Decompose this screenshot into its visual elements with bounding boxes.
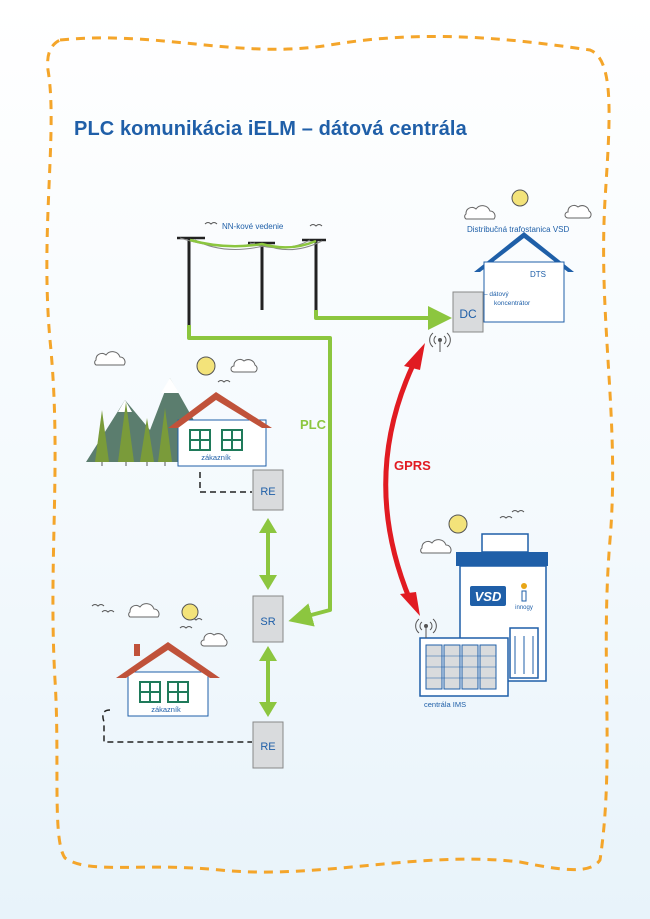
cloud-icon: [200, 633, 228, 647]
sr-re2-arrow: [259, 646, 277, 717]
re-2-box: [252, 721, 284, 769]
customer-2-link: [102, 709, 252, 743]
concentrator-label-1: – dátový: [484, 291, 509, 298]
customer-1-label: zákazník: [201, 453, 231, 462]
sun-icon: [196, 356, 216, 376]
cloud-icon: [94, 351, 126, 366]
page-title: PLC komunikácia iELM – dátová centrála: [74, 118, 467, 140]
vsd-logo-text: VSD: [475, 589, 502, 604]
cloud-icon: [564, 205, 592, 219]
customer-2-label: zákazník: [151, 705, 181, 714]
plc-label: PLC: [300, 417, 327, 432]
sr-label: SR: [260, 616, 275, 628]
re1-sr-arrow: [259, 518, 277, 590]
dts-label: DTS: [530, 270, 546, 279]
customer-1-link: [199, 472, 252, 493]
innogy-text: innogy: [515, 605, 533, 611]
sun-icon: [511, 189, 529, 207]
re-1-label: RE: [260, 486, 275, 498]
concentrator-label-2: koncentrátor: [494, 300, 531, 307]
antenna-icon: [415, 618, 437, 638]
gprs-arrow: [383, 343, 425, 616]
dc-box: [452, 291, 484, 333]
ims-label: centrála IMS: [424, 700, 466, 709]
plc-path-dc: [314, 306, 452, 330]
cloud-icon: [128, 603, 160, 618]
cloud-icon: [230, 359, 258, 373]
sun-icon: [181, 603, 199, 621]
re-2-label: RE: [260, 741, 275, 753]
tree-icon: [95, 402, 172, 462]
power-line-group: [177, 236, 326, 325]
sr-box: [252, 595, 284, 643]
sun-icon: [448, 514, 468, 534]
dts-full-label: Distribučná trafostanica VSD: [467, 225, 569, 234]
customer-1-scene: [86, 351, 272, 467]
plc-path-main: [187, 325, 332, 627]
customer-2-scene: [116, 603, 228, 717]
gprs-label: GPRS: [394, 458, 431, 473]
mountain-icon: [86, 378, 205, 462]
ims-building: [419, 514, 548, 697]
dashed-border: [45, 34, 615, 874]
dts-building: [464, 189, 592, 323]
nn-line-label: NN-kové vedenie: [222, 222, 284, 231]
antenna-icon: [429, 332, 451, 352]
dc-label: DC: [459, 307, 477, 321]
cloud-icon: [420, 539, 452, 554]
re-1-box: [252, 469, 284, 511]
cloud-icon: [464, 205, 496, 220]
